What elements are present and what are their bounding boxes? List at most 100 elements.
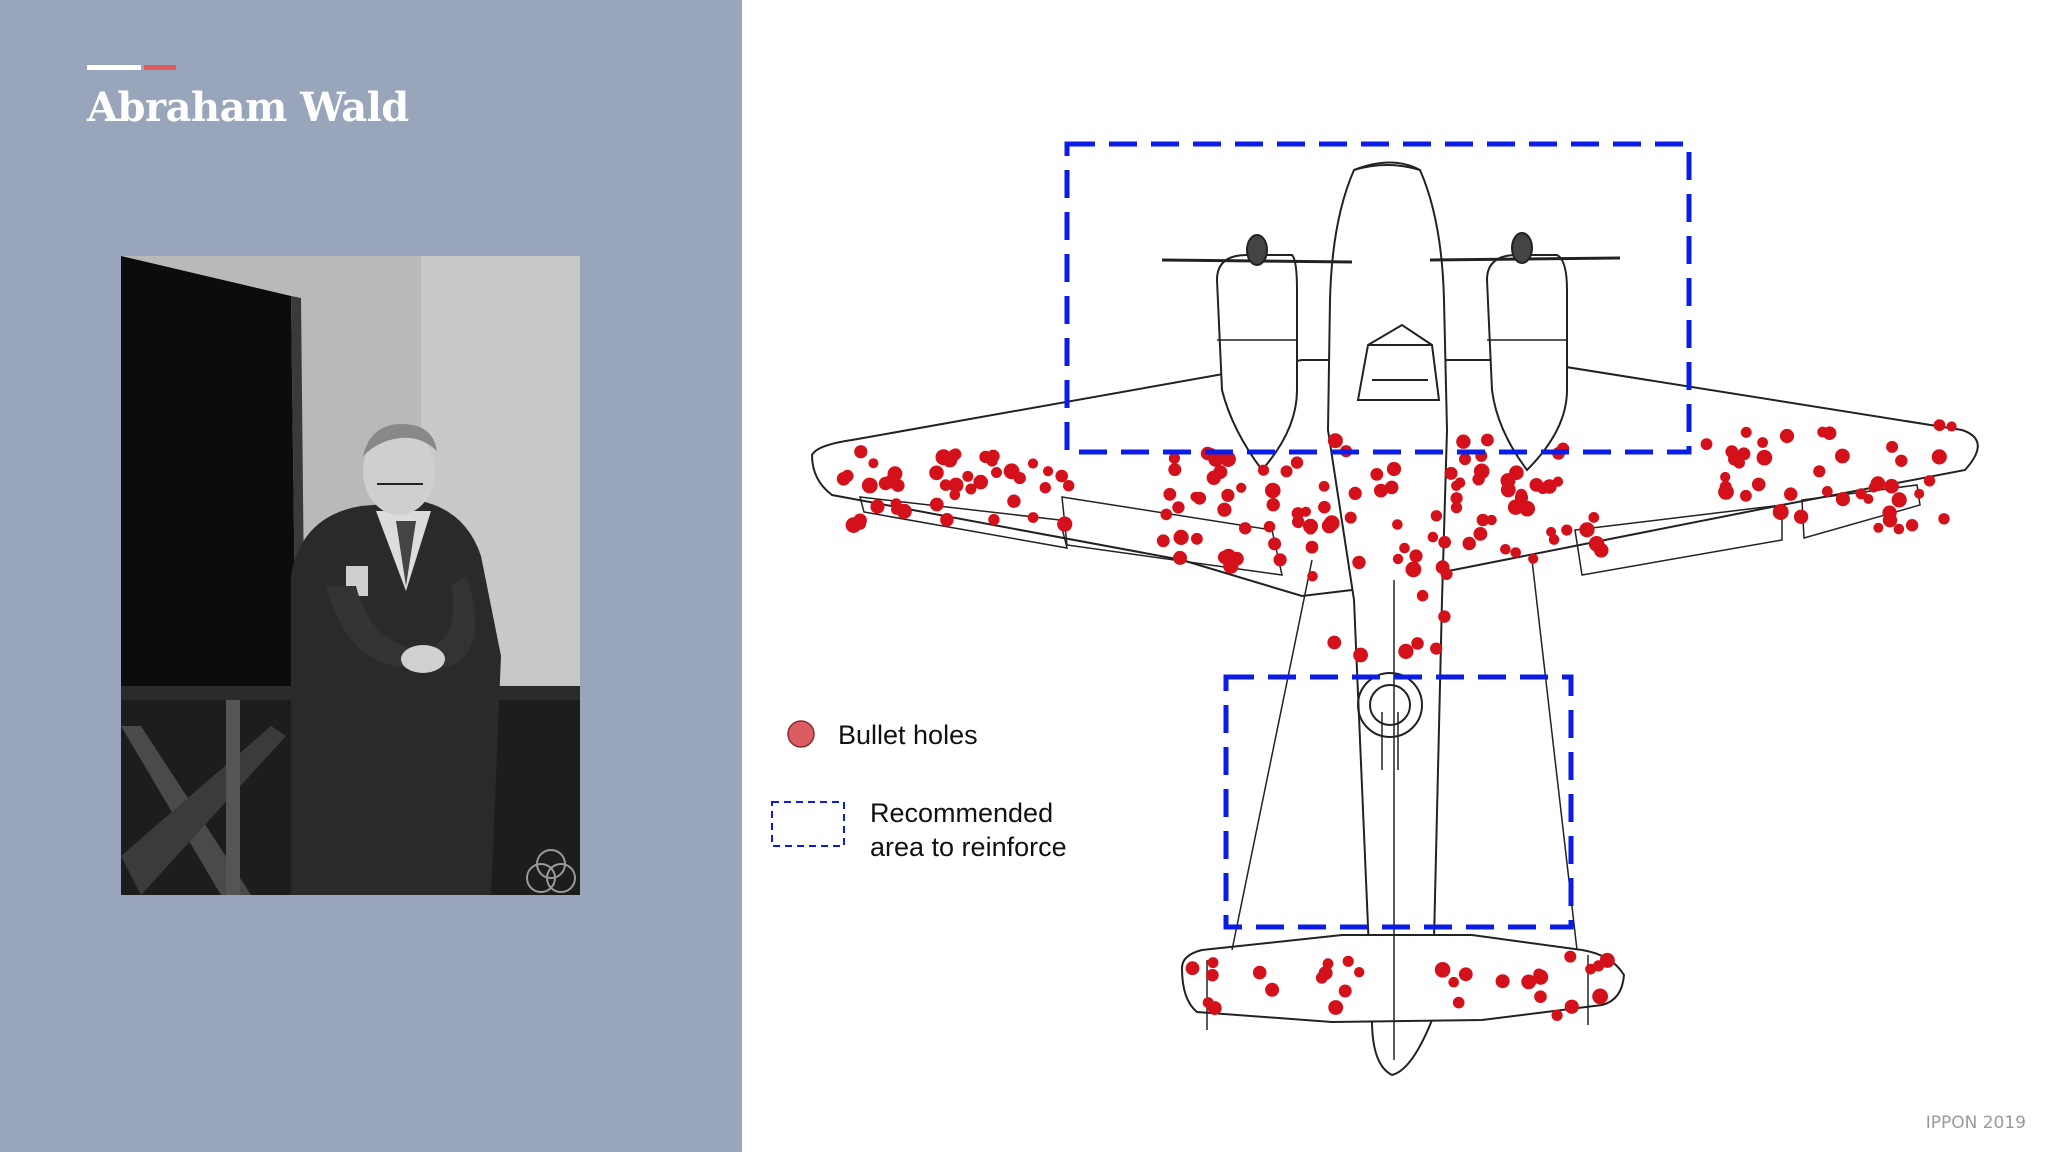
bullet-hole xyxy=(1564,999,1579,1014)
bullet-hole xyxy=(1354,967,1365,978)
bullet-hole xyxy=(1328,1000,1344,1015)
bullet-hole xyxy=(1931,449,1947,465)
bullet-hole xyxy=(1160,508,1173,521)
bullet-hole xyxy=(1561,524,1573,536)
bullet-hole xyxy=(1438,610,1451,623)
bullet-hole xyxy=(1588,536,1605,552)
bullet-hole xyxy=(1207,957,1219,969)
bullet-hole xyxy=(929,497,944,512)
bullet-hole xyxy=(1305,523,1317,535)
bullet-hole xyxy=(861,477,878,494)
bullet-hole xyxy=(1290,456,1304,469)
bullet-hole xyxy=(1348,486,1362,500)
slide-title: Abraham Wald xyxy=(87,84,409,131)
bullet-hole xyxy=(1392,553,1404,565)
bullet-hole xyxy=(1173,550,1187,565)
bullet-hole xyxy=(1206,470,1221,485)
bullet-hole xyxy=(1027,458,1039,469)
left-panel: Abraham Wald xyxy=(0,0,742,1152)
bullet-hole xyxy=(1257,464,1270,476)
bullet-hole xyxy=(1459,453,1471,466)
bullet-hole xyxy=(1500,544,1511,555)
bullet-hole xyxy=(1458,967,1473,982)
bullet-hole xyxy=(1384,480,1399,495)
bullet-hole xyxy=(1280,465,1293,478)
bullet-hole xyxy=(1751,477,1766,492)
bullet-hole xyxy=(1740,426,1752,438)
bullet-hole xyxy=(1163,487,1177,501)
bullet-hole xyxy=(939,479,952,491)
bullet-hole xyxy=(1043,466,1054,477)
bullet-hole xyxy=(1592,988,1608,1005)
bullet-hole xyxy=(973,474,988,490)
bullet-hole xyxy=(1266,498,1280,512)
bullet-hole xyxy=(1895,454,1908,467)
bullet-hole xyxy=(1057,516,1073,532)
bullet-hole xyxy=(1533,968,1545,980)
bullet-hole xyxy=(1813,465,1826,478)
bullet-hole xyxy=(1273,553,1287,567)
bullet-hole xyxy=(1352,555,1366,570)
bullet-hole xyxy=(1399,542,1410,554)
legend-bullet-holes-label: Bullet holes xyxy=(838,720,978,750)
bullet-hole xyxy=(1217,502,1232,517)
bullet-hole xyxy=(1521,974,1537,990)
bullet-hole xyxy=(1416,589,1429,602)
legend-reinforce-line1: Recommended xyxy=(870,798,1054,828)
bullet-hole xyxy=(1835,492,1850,507)
bullet-hole xyxy=(1873,522,1884,533)
bullet-hole xyxy=(1473,527,1488,541)
bullet-hole xyxy=(1476,513,1490,527)
bullet-hole xyxy=(1905,519,1919,532)
bullet-hole xyxy=(1817,426,1829,438)
bullet-hole xyxy=(1063,480,1075,492)
bullet-hole xyxy=(1938,513,1950,525)
bullet-hole xyxy=(1473,463,1490,480)
bullet-hole xyxy=(1168,463,1182,477)
bullet-hole xyxy=(1551,1009,1563,1022)
bullet-hole xyxy=(870,499,885,514)
bullet-hole xyxy=(1207,1001,1222,1016)
bullet-hole xyxy=(1500,482,1516,498)
bullet-hole xyxy=(1003,463,1020,480)
bullet-hole xyxy=(1427,531,1439,543)
bullet-hole xyxy=(1318,500,1331,514)
bullet-hole xyxy=(1398,643,1414,660)
bullet-hole xyxy=(1322,958,1334,970)
reinforce-box-nose-engines xyxy=(1064,141,1692,455)
bullet-hole xyxy=(940,513,954,527)
bullet-hole xyxy=(1327,635,1342,650)
bullet-hole xyxy=(1168,452,1180,464)
bullet-hole xyxy=(1452,996,1465,1009)
bullet-hole xyxy=(854,518,866,530)
bullet-hole xyxy=(1344,511,1357,524)
bullet-hole xyxy=(1793,509,1809,524)
bullet-hole xyxy=(1933,419,1946,432)
bullet-hole xyxy=(1700,438,1713,451)
bullet-hole xyxy=(1307,571,1318,582)
bullet-hole xyxy=(1756,449,1773,466)
bullet-hole xyxy=(1528,553,1539,564)
bullet-hole xyxy=(1338,984,1352,998)
bullet-hole xyxy=(1315,971,1328,984)
bullet-hole xyxy=(1884,478,1899,494)
bullet-hole xyxy=(1220,451,1236,467)
bullet-hole xyxy=(948,449,961,462)
bullet-hole xyxy=(1265,982,1280,997)
bullet-hole xyxy=(1217,550,1232,564)
bullet-hole xyxy=(1027,512,1039,523)
bullet-hole xyxy=(1430,510,1443,522)
bullet-hole xyxy=(1239,522,1252,535)
reinforce-areas xyxy=(1064,141,1692,930)
bullet-hole xyxy=(836,472,851,486)
legend-reinforce-line2: area to reinforce xyxy=(870,832,1067,862)
bullet-hole xyxy=(948,477,964,493)
bullet-hole xyxy=(1405,561,1422,578)
bullet-hole xyxy=(1318,480,1330,492)
bullet-hole xyxy=(1450,492,1463,505)
bullet-hole xyxy=(1882,513,1898,528)
bullet-hole xyxy=(1324,515,1340,531)
bullet-hole xyxy=(1835,448,1850,464)
bullet-hole xyxy=(854,445,868,459)
bullet-hole xyxy=(962,470,974,482)
